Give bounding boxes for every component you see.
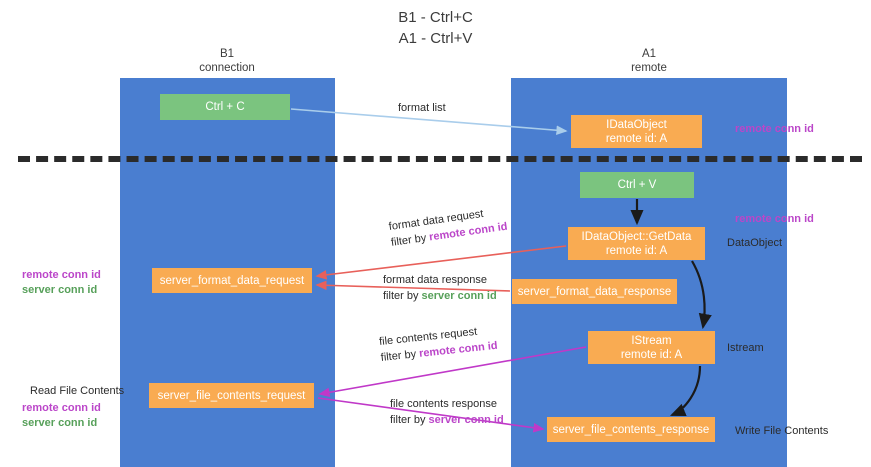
note-right-dataobject-text: DataObject: [727, 237, 783, 249]
note-right-remote-conn-id-mid: remote conn id: [735, 212, 814, 227]
note-left-remote-conn-id-2: remote conn id: [22, 402, 101, 414]
note-left-conn-ids-bottom: remote conn id server conn id: [22, 401, 101, 431]
flow-label-format-data-response: format data response filter by server co…: [383, 272, 497, 304]
flow-label-file-contents-response-filter: filter by server conn id: [390, 412, 504, 428]
page-title: B1 - Ctrl+C A1 - Ctrl+V: [0, 7, 871, 49]
flow-label-file-contents-response: file contents response filter by server …: [390, 396, 504, 428]
node-idataobject-title: IDataObject: [606, 118, 667, 131]
filter-prefix: filter by: [390, 414, 429, 426]
node-server-file-contents-response-label: server_file_contents_response: [552, 423, 710, 436]
node-idataobject-getdata[interactable]: IDataObject::GetData remote id: A: [568, 227, 705, 260]
flow-label-format-data-response-filter: filter by server conn id: [383, 288, 497, 304]
column-header-a1: A1 remote: [559, 47, 739, 75]
node-istream-title: IStream: [631, 334, 672, 347]
flow-label-format-data-request: format data request filter by remote con…: [388, 203, 509, 251]
node-server-format-data-response[interactable]: server_format_data_response: [512, 279, 677, 304]
column-b1-name: B1: [219, 48, 235, 60]
note-right-remote-conn-id-top-text: remote conn id: [735, 123, 814, 135]
node-server-format-data-request[interactable]: server_format_data_request: [152, 268, 312, 293]
note-right-istream-text: Istream: [727, 342, 764, 354]
note-right-dataobject: DataObject: [727, 236, 782, 251]
node-server-format-data-request-label: server_format_data_request: [159, 274, 305, 287]
node-ctrl-c[interactable]: Ctrl + C: [160, 94, 290, 120]
note-left-read-file-contents: Read File Contents: [30, 384, 124, 399]
column-a1-name: A1: [641, 48, 657, 60]
note-right-remote-conn-id-mid-text: remote conn id: [735, 213, 814, 225]
note-left-server-conn-id-2: server conn id: [22, 417, 98, 429]
note-right-remote-conn-id-top: remote conn id: [735, 122, 814, 137]
node-ctrl-c-label: Ctrl + C: [205, 101, 245, 113]
filter-prefix: filter by: [390, 231, 431, 249]
node-istream-remote-id: remote id: A: [620, 348, 683, 361]
node-ctrl-v[interactable]: Ctrl + V: [580, 172, 694, 198]
node-getdata-title: IDataObject::GetData: [581, 230, 692, 243]
column-b1-role: connection: [199, 62, 255, 74]
flow-label-format-data-response-text: format data response: [383, 274, 487, 286]
note-right-istream: Istream: [727, 341, 764, 356]
filter-key-server-conn-id: server conn id: [421, 290, 497, 302]
flow-label-file-contents-response-text: file contents response: [390, 398, 498, 410]
filter-key-server-conn-id: server conn id: [428, 414, 504, 426]
note-left-server-conn-id-1: server conn id: [22, 284, 98, 296]
note-left-conn-ids-top: remote conn id server conn id: [22, 268, 101, 298]
node-server-file-contents-request[interactable]: server_file_contents_request: [149, 383, 314, 408]
note-right-write-file-contents: Write File Contents: [735, 424, 828, 439]
column-header-b1: B1 connection: [137, 47, 317, 75]
title-line-1: B1 - Ctrl+C: [398, 9, 473, 26]
section-divider: [18, 156, 862, 162]
note-left-remote-conn-id-1: remote conn id: [22, 269, 101, 281]
title-line-2: A1 - Ctrl+V: [398, 30, 473, 47]
note-left-read-file-contents-text: Read File Contents: [30, 385, 125, 397]
note-right-write-file-contents-text: Write File Contents: [735, 425, 829, 437]
node-server-file-contents-request-label: server_file_contents_request: [157, 389, 306, 402]
node-idataobject-remote-id: remote id: A: [605, 132, 668, 145]
node-istream[interactable]: IStream remote id: A: [588, 331, 715, 364]
column-a1-role: remote: [631, 62, 667, 74]
filter-prefix: filter by: [380, 347, 420, 364]
flow-label-format-list-text: format list: [398, 102, 446, 114]
flow-label-format-list: format list: [398, 100, 446, 116]
node-server-file-contents-response[interactable]: server_file_contents_response: [547, 417, 715, 442]
flow-label-file-contents-request: file contents request filter by remote c…: [378, 322, 499, 366]
node-getdata-remote-id: remote id: A: [605, 244, 668, 257]
node-idataobject[interactable]: IDataObject remote id: A: [571, 115, 702, 148]
node-ctrl-v-label: Ctrl + V: [617, 179, 657, 191]
node-server-format-data-response-label: server_format_data_response: [517, 285, 672, 298]
filter-prefix: filter by: [383, 290, 422, 302]
